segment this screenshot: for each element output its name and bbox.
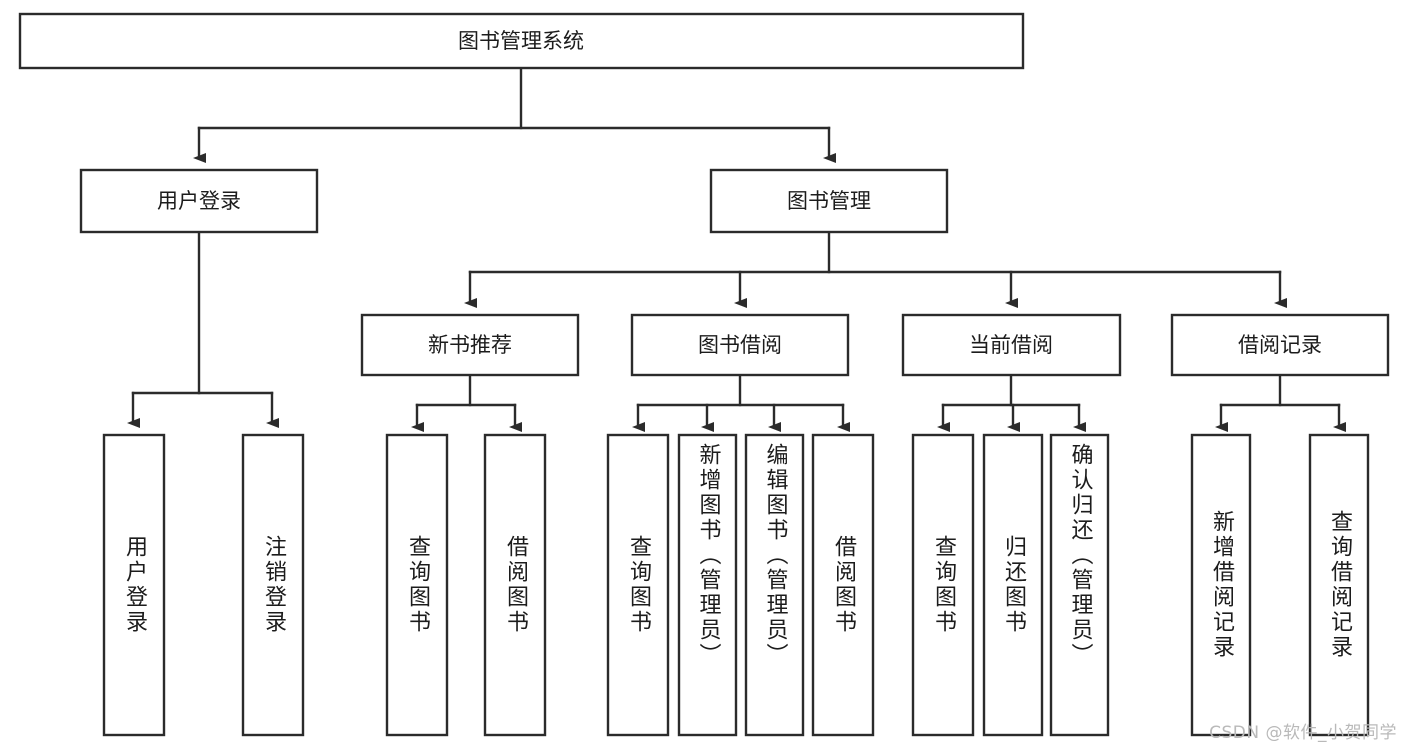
node-book-borrow-box[interactable] — [630, 313, 850, 377]
node-book-borrow[interactable]: 图书借阅 — [630, 313, 850, 377]
node-user-login-box[interactable] — [79, 168, 319, 234]
leaf-boxes — [102, 433, 1370, 737]
node-user-login[interactable]: 用户登录 — [79, 168, 319, 234]
leaf-box-edit-book-admin[interactable] — [744, 433, 805, 737]
node-new-book-recommend-box[interactable] — [360, 313, 580, 377]
leaf-box-borrow-book-bb[interactable] — [811, 433, 875, 737]
node-root-label: 图书管理系统 — [458, 29, 584, 53]
node-borrow-record-box[interactable] — [1170, 313, 1390, 377]
node-book-borrow-label: 图书借阅 — [698, 333, 782, 357]
leaf-box-return-book[interactable] — [982, 433, 1044, 737]
node-new-book-recommend-label: 新书推荐 — [428, 333, 512, 357]
node-borrow-record-label: 借阅记录 — [1238, 333, 1322, 357]
leaf-box-logout[interactable] — [241, 433, 305, 737]
connector-group-current-borrow — [937, 373, 1086, 432]
node-root[interactable]: 图书管理系统 — [18, 12, 1025, 70]
leaf-box-borrow-book-nbr[interactable] — [483, 433, 547, 737]
connector-group-user-login — [127, 230, 279, 428]
node-user-login-label: 用户登录 — [157, 189, 241, 213]
watermark-text: CSDN @软件_小贺同学 — [1209, 723, 1397, 743]
leaf-box-confirm-return-admin[interactable] — [1049, 433, 1110, 737]
leaf-box-add-book-admin[interactable] — [677, 433, 738, 737]
node-root-box[interactable] — [18, 12, 1025, 70]
connector-group-borrow-record — [1215, 373, 1346, 432]
leaf-box-query-book-cb[interactable] — [911, 433, 975, 737]
connector-group-root — [193, 66, 836, 163]
connector-group-book-borrow — [632, 373, 850, 432]
node-current-borrow[interactable]: 当前借阅 — [901, 313, 1122, 377]
connector-group-book-mgmt — [464, 230, 1287, 308]
leaf-box-query-book-bb[interactable] — [606, 433, 670, 737]
leaf-box-query-book-nbr[interactable] — [385, 433, 449, 737]
node-current-borrow-box[interactable] — [901, 313, 1122, 377]
node-book-management[interactable]: 图书管理 — [709, 168, 949, 234]
leaf-box-add-borrow-record[interactable] — [1190, 433, 1252, 737]
connector-group-new-book-rec — [411, 373, 522, 432]
node-new-book-recommend[interactable]: 新书推荐 — [360, 313, 580, 377]
node-current-borrow-label: 当前借阅 — [969, 333, 1053, 357]
node-borrow-record[interactable]: 借阅记录 — [1170, 313, 1390, 377]
node-book-management-label: 图书管理 — [787, 189, 871, 213]
leaf-box-query-borrow-record[interactable] — [1308, 433, 1370, 737]
leaf-box-user-login[interactable] — [102, 433, 166, 737]
node-book-management-box[interactable] — [709, 168, 949, 234]
